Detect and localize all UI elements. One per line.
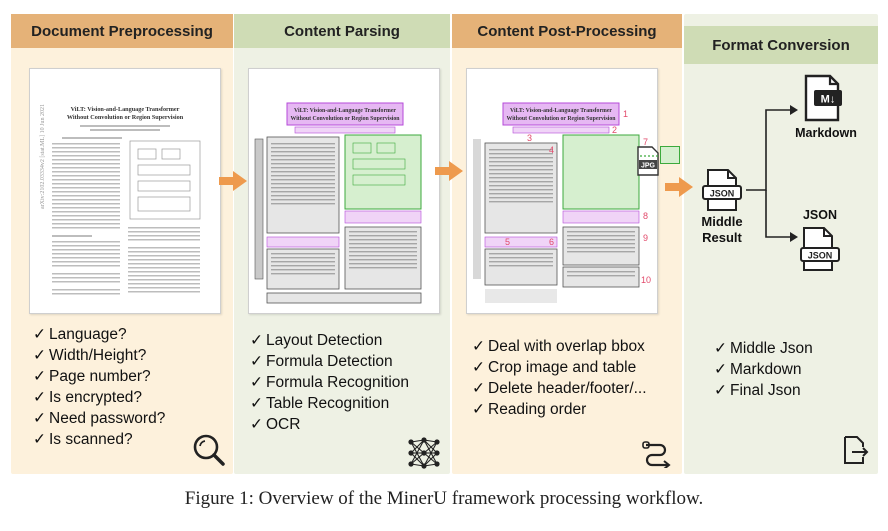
check-icon: ✓ (33, 410, 46, 427)
doc-title-line-2: Without Convolution or Region Supervisio… (67, 114, 184, 121)
document-page-thumbnail: ViLT: Vision-and-Language Transformer Wi… (29, 68, 221, 314)
check-icon: ✓ (714, 340, 727, 357)
check-icon: ✓ (250, 395, 263, 412)
checklist-item: ✓Reading order (472, 401, 587, 418)
post-processed-page-thumbnail: ViLT: Vision-and-Language Transformer Wi… (466, 68, 658, 314)
checklist-item: ✓Width/Height? (33, 347, 147, 364)
magnifier-icon (193, 434, 225, 466)
svg-text:ViLT: Vision-and-Language Tran: ViLT: Vision-and-Language Transformer (510, 108, 612, 114)
svg-text:Without Convolution or Region: Without Convolution or Region Supervisio… (291, 116, 401, 122)
markdown-badge: M↓ (821, 94, 836, 106)
json-output-label: JSON (802, 208, 838, 222)
layout-detection-boxes: ViLT: Vision-and-Language Transformer Wi… (254, 102, 422, 304)
figure-caption: Figure 1: Overview of the MinerU framewo… (184, 488, 704, 509)
check-icon: ✓ (33, 431, 46, 448)
check-icon: ✓ (472, 338, 485, 355)
neural-network-icon (408, 437, 440, 469)
preprocessing-checklist: ✓Language? ✓Width/Height? ✓Page number? … (33, 324, 165, 450)
stage-body: ViLT: Vision-and-Language Transformer Wi… (234, 48, 450, 474)
export-icon (844, 436, 869, 464)
post-processing-boxes: ViLT: Vision-and-Language Transformer Wi… (473, 102, 651, 303)
post-processing-checklist: ✓Deal with overlap bbox ✓Crop image and … (472, 336, 647, 420)
reading-order-number: 9 (643, 233, 648, 243)
stage-title: Format Conversion (684, 26, 878, 64)
checklist-item: ✓Is scanned? (33, 431, 133, 448)
checklist-item: ✓Is encrypted? (33, 389, 143, 406)
reading-order-number: 2 (612, 125, 617, 135)
reading-order-number: 5 (505, 237, 510, 247)
checklist-item: ✓Table Recognition (250, 395, 390, 412)
reading-order-number: 6 (549, 237, 554, 247)
svg-text:ViLT: Vision-and-Language Tran: ViLT: Vision-and-Language Transformer (294, 108, 396, 114)
stage-body: ViLT: Vision-and-Language Transformer Wi… (452, 48, 682, 474)
reading-order-number: 7 (643, 137, 648, 147)
check-icon: ✓ (33, 347, 46, 364)
json-output-file-icon: JSON (800, 227, 840, 271)
reading-order-number: 10 (641, 275, 651, 285)
stage-title: Document Preprocessing (11, 14, 233, 48)
checklist-item: ✓Page number? (33, 368, 151, 385)
check-icon: ✓ (714, 382, 727, 399)
checklist-item: ✓OCR (250, 416, 301, 433)
check-icon: ✓ (33, 368, 46, 385)
cropped-image-preview (660, 146, 680, 164)
workflow-icon (642, 441, 671, 468)
stage-title: Content Post-Processing (452, 14, 682, 48)
checklist-item: ✓Markdown (714, 361, 802, 378)
format-conversion-checklist: ✓Middle Json ✓Markdown ✓Final Json (714, 338, 813, 401)
json-output-file-label: JSON (808, 251, 833, 261)
parsed-page-thumbnail: ViLT: Vision-and-Language Transformer Wi… (248, 68, 440, 314)
checklist-item: ✓Middle Json (714, 340, 813, 357)
check-icon: ✓ (33, 389, 46, 406)
check-icon: ✓ (472, 359, 485, 376)
doc-title-line-1: ViLT: Vision-and-Language Transformer (71, 106, 180, 113)
stage-body: ViLT: Vision-and-Language Transformer Wi… (11, 48, 233, 474)
stage-format-conversion: Format Conversion ✓Middle Json ✓Markdown… (684, 14, 878, 474)
branch-arrows (746, 105, 798, 242)
reading-order-number: 3 (527, 133, 532, 143)
reading-order-number: 4 (549, 145, 554, 155)
reading-order-number: 1 (623, 109, 628, 119)
checklist-item: ✓Formula Recognition (250, 374, 410, 391)
jpg-label: JPG (641, 163, 656, 170)
check-icon: ✓ (250, 416, 263, 433)
check-icon: ✓ (250, 332, 263, 349)
markdown-output-label: Markdown (795, 126, 857, 140)
check-icon: ✓ (250, 353, 263, 370)
reading-order-number: 8 (643, 211, 648, 221)
checklist-item: ✓Final Json (714, 382, 801, 399)
flow-arrow-3 (665, 177, 693, 197)
flow-arrow-1 (219, 171, 247, 191)
flow-arrow-2 (435, 161, 463, 181)
stage-title: Content Parsing (234, 14, 450, 48)
checklist-item: ✓Delete header/footer/... (472, 380, 647, 397)
check-icon: ✓ (33, 326, 46, 343)
checklist-item: ✓Deal with overlap bbox (472, 338, 645, 355)
middle-result-label: Middle Result (701, 214, 743, 245)
checklist-item: ✓Need password? (33, 410, 166, 427)
jpg-file-icon: JPG (637, 146, 659, 176)
json-file-icon: JSON (702, 169, 742, 211)
document-page-content: ViLT: Vision-and-Language Transformer Wi… (40, 104, 201, 295)
checklist-item: ✓Language? (33, 326, 127, 343)
crop-arrow (640, 155, 658, 157)
checklist-item: ✓Crop image and table (472, 359, 637, 376)
parsing-checklist: ✓Layout Detection ✓Formula Detection ✓Fo… (250, 330, 409, 435)
stage-document-preprocessing: Document Preprocessing ViLT: Vision-and-… (11, 14, 233, 474)
stage-content-parsing: Content Parsing ViLT: Vision-and-Languag… (234, 14, 450, 474)
stage-content-post-processing: Content Post-Processing ViLT: Vision-and… (452, 14, 682, 474)
svg-text:arXiv:2102.03334v2 [stat.ML] 1: arXiv:2102.03334v2 [stat.ML] 10 Jun 2021 (40, 104, 46, 209)
checklist-item: ✓Formula Detection (250, 353, 393, 370)
check-icon: ✓ (472, 401, 485, 418)
check-icon: ✓ (250, 374, 263, 391)
checklist-item: ✓Layout Detection (250, 332, 383, 349)
check-icon: ✓ (714, 361, 727, 378)
svg-text:Without Convolution or Region: Without Convolution or Region Supervisio… (507, 116, 617, 122)
check-icon: ✓ (472, 380, 485, 397)
markdown-file-icon: M↓ (804, 74, 842, 122)
json-file-label: JSON (710, 189, 735, 199)
